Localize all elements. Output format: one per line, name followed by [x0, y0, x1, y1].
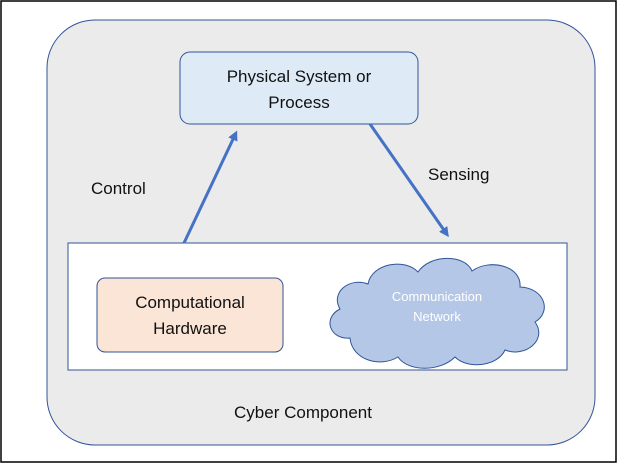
control-arrow	[182, 130, 238, 244]
sensing-label: Sensing	[428, 165, 489, 184]
network-label-line1: Communication	[392, 289, 482, 304]
sensing-arrow	[368, 123, 449, 238]
physical-system-label-line2: Process	[268, 93, 329, 112]
physical-system-box	[179, 51, 419, 125]
control-label: Control	[91, 179, 146, 198]
communication-network-cloud	[329, 257, 545, 369]
hardware-label-line1: Computational	[135, 293, 245, 312]
hardware-label-line2: Hardware	[153, 319, 227, 338]
computational-hardware-box	[96, 277, 284, 353]
cyber-component-label: Cyber Component	[234, 403, 372, 422]
network-label-line2: Network	[413, 309, 461, 324]
physical-system-label-line1: Physical System or	[227, 67, 372, 86]
